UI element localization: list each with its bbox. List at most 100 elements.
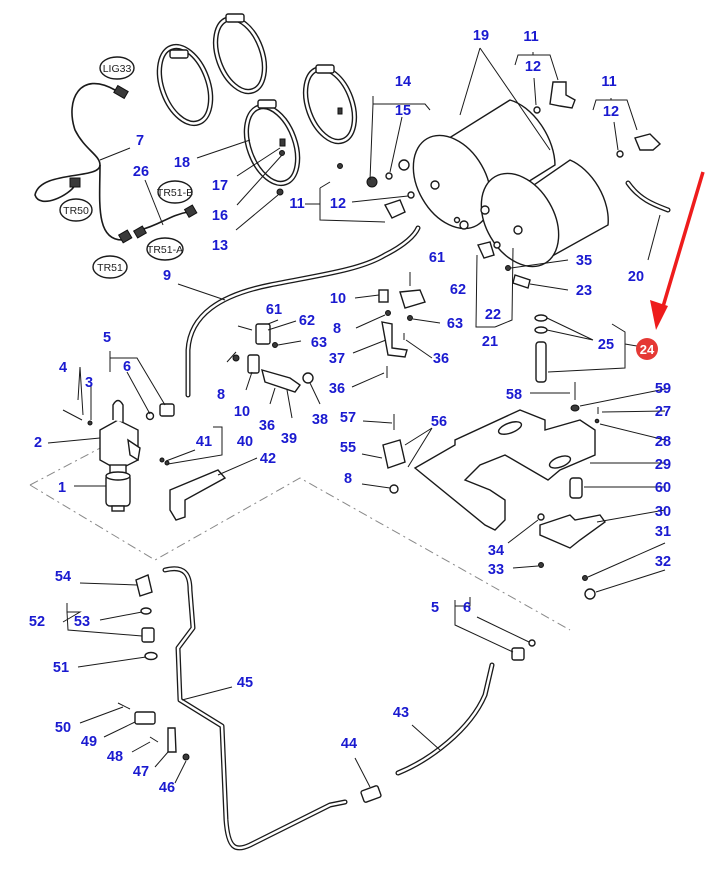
callout-63a[interactable]: 63 [447, 316, 463, 332]
callout-11b[interactable]: 11 [523, 29, 538, 45]
o-ring-51 [144, 651, 158, 661]
callout-25[interactable]: 25 [598, 337, 614, 353]
callout-43[interactable]: 43 [393, 705, 409, 721]
callout-12c[interactable]: 12 [603, 104, 619, 120]
callout-61b[interactable]: 61 [266, 302, 282, 318]
callout-36a[interactable]: 36 [433, 351, 449, 367]
callout-9[interactable]: 9 [163, 268, 171, 284]
callout-4[interactable]: 4 [59, 360, 67, 376]
callout-15[interactable]: 15 [395, 103, 411, 119]
fitting-23 [512, 274, 531, 289]
brake-valve-2 [99, 399, 141, 474]
callout-13[interactable]: 13 [212, 238, 228, 254]
callout-5a[interactable]: 5 [103, 330, 111, 346]
callout-29[interactable]: 29 [655, 457, 671, 473]
callout-11c[interactable]: 11 [601, 74, 616, 90]
callout-52[interactable]: 52 [29, 614, 45, 630]
callout-22[interactable]: 22 [485, 307, 501, 323]
nut-31 [582, 575, 588, 581]
callout-20[interactable]: 20 [628, 269, 644, 285]
callout-31[interactable]: 31 [655, 524, 671, 540]
callout-62a[interactable]: 62 [450, 282, 466, 298]
callout-51[interactable]: 51 [53, 660, 69, 676]
callout-32[interactable]: 32 [655, 554, 671, 570]
callout-3[interactable]: 3 [85, 375, 93, 391]
svg-text:TR50: TR50 [63, 205, 89, 217]
callout-36b[interactable]: 36 [329, 381, 345, 397]
callout-59[interactable]: 59 [655, 381, 671, 397]
highlight-badge-24[interactable]: 24 [636, 338, 658, 360]
callout-16[interactable]: 16 [212, 208, 228, 224]
callout-21[interactable]: 21 [482, 334, 498, 350]
callout-12a[interactable]: 12 [330, 196, 346, 212]
nut-8c [389, 484, 399, 494]
bolt-48 [149, 736, 159, 743]
callout-14[interactable]: 14 [395, 74, 411, 90]
callout-17[interactable]: 17 [212, 178, 228, 194]
callout-42[interactable]: 42 [260, 451, 276, 467]
callout-55[interactable]: 55 [340, 440, 356, 456]
callout-62b[interactable]: 62 [299, 313, 315, 329]
connector-tr51-b: TR51-B [157, 180, 193, 204]
callout-6a[interactable]: 6 [123, 359, 131, 375]
callout-33[interactable]: 33 [488, 562, 504, 578]
callout-50[interactable]: 50 [55, 720, 71, 736]
callout-2[interactable]: 2 [34, 435, 42, 451]
pin-24 [535, 341, 547, 383]
callout-41[interactable]: 41 [196, 434, 212, 450]
callout-10a[interactable]: 10 [330, 291, 346, 307]
callout-5b[interactable]: 5 [431, 600, 439, 616]
callout-47[interactable]: 47 [133, 764, 149, 780]
callout-61a[interactable]: 61 [429, 250, 445, 266]
callout-39[interactable]: 39 [281, 431, 297, 447]
callout-38[interactable]: 38 [312, 412, 328, 428]
nut-8b [232, 354, 240, 362]
callout-34[interactable]: 34 [488, 543, 504, 559]
callout-63b[interactable]: 63 [311, 335, 327, 351]
callout-40[interactable]: 40 [237, 434, 253, 450]
callout-8c[interactable]: 8 [344, 471, 352, 487]
callout-49[interactable]: 49 [81, 734, 97, 750]
callout-53[interactable]: 53 [74, 614, 90, 630]
callout-36c[interactable]: 36 [259, 418, 275, 434]
callout-60[interactable]: 60 [655, 480, 671, 496]
callout-11a[interactable]: 11 [289, 196, 304, 212]
wire-harness-7 [34, 82, 133, 244]
callout-44[interactable]: 44 [341, 736, 357, 752]
callout-7[interactable]: 7 [136, 133, 144, 149]
callout-18[interactable]: 18 [174, 155, 190, 171]
callout-10b[interactable]: 10 [234, 404, 250, 420]
callout-labels: 7 26 18 17 16 13 9 14 15 11 12 19 11 12 … [29, 28, 671, 796]
callout-6b[interactable]: 6 [463, 600, 471, 616]
silencer-1 [105, 471, 131, 512]
callout-8b[interactable]: 8 [217, 387, 225, 403]
nut-46 [182, 753, 190, 761]
bracket-30 [539, 514, 606, 549]
callout-45[interactable]: 45 [237, 675, 253, 691]
callout-1[interactable]: 1 [58, 480, 66, 496]
washer [453, 216, 461, 224]
bracket-42 [169, 469, 227, 521]
callout-54[interactable]: 54 [55, 569, 71, 585]
washer-12 [407, 191, 415, 199]
fitting-5b [511, 647, 525, 661]
callout-8a[interactable]: 8 [333, 321, 341, 337]
mount-32 [584, 588, 596, 600]
callout-30[interactable]: 30 [655, 504, 671, 520]
callout-48[interactable]: 48 [107, 749, 123, 765]
callout-19[interactable]: 19 [473, 28, 489, 44]
washer-15 [385, 172, 393, 180]
callout-26[interactable]: 26 [133, 164, 149, 180]
connector-tr51: TR51 [92, 255, 128, 279]
callout-12b[interactable]: 12 [525, 59, 541, 75]
callout-28[interactable]: 28 [655, 434, 671, 450]
callout-56[interactable]: 56 [431, 414, 447, 430]
callout-23[interactable]: 23 [576, 283, 592, 299]
callout-27[interactable]: 27 [655, 404, 671, 420]
svg-text:LIG33: LIG33 [103, 63, 132, 75]
callout-58[interactable]: 58 [506, 387, 522, 403]
callout-46[interactable]: 46 [159, 780, 175, 796]
callout-37[interactable]: 37 [329, 351, 345, 367]
callout-35[interactable]: 35 [576, 253, 592, 269]
callout-57[interactable]: 57 [340, 410, 356, 426]
